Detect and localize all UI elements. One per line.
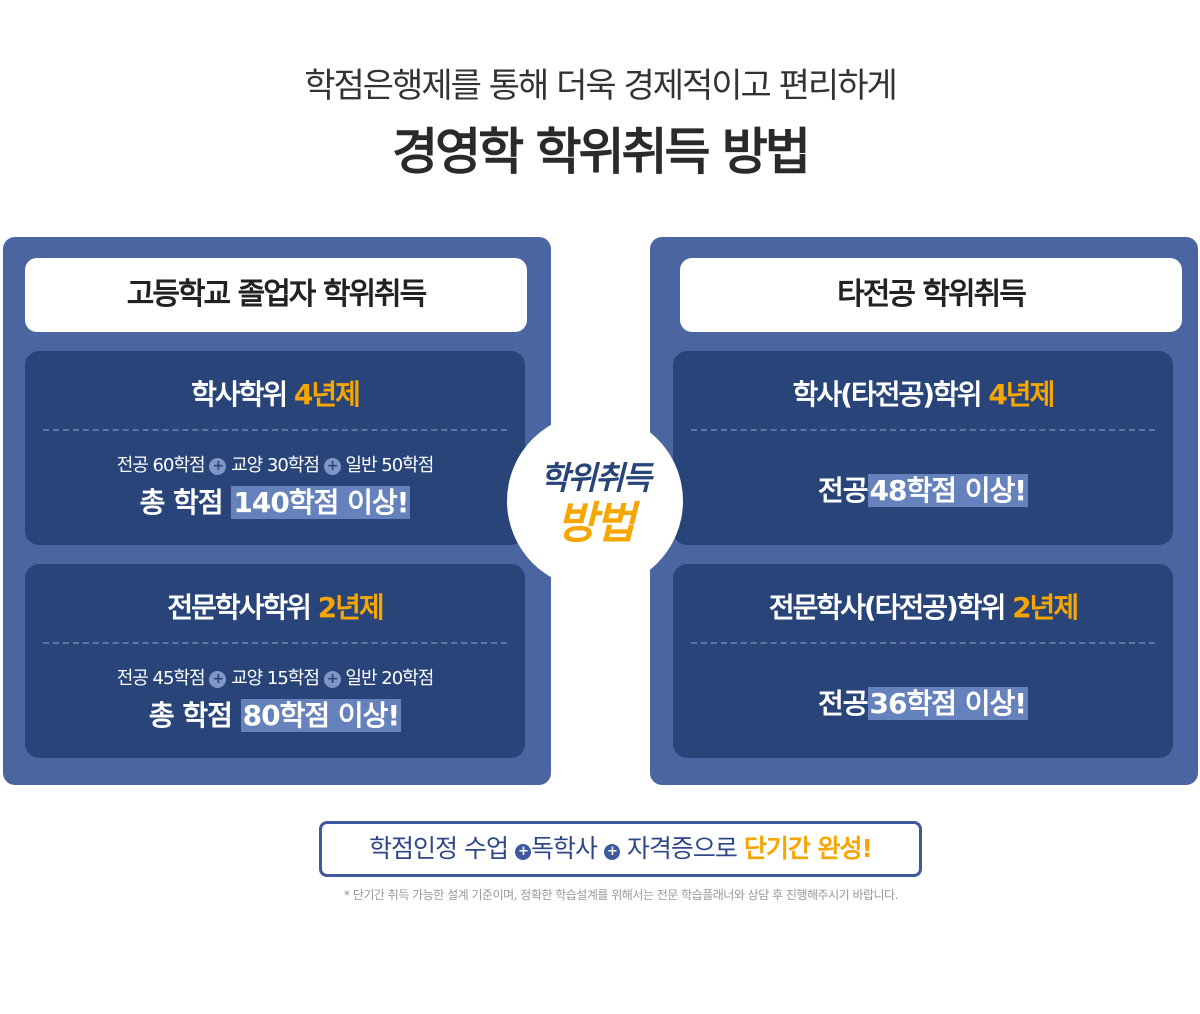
general-credits: 일반 50학점 [345,455,434,476]
total-prefix: 총 학점 [148,699,233,732]
center-badge-line1: 학위취득 [540,459,652,497]
summary-highlight: 단기간 완성! [743,834,873,863]
total-prefix: 총 학점 [139,486,224,519]
plus-icon: + [514,844,531,860]
plus-icon: + [603,844,620,860]
major-credits: 전공 60학점 [116,455,206,476]
card-years: 2년제 [1012,591,1079,624]
card-name: 학사(타전공)학위 [792,378,983,411]
total-credits: 48학점 이상! [867,474,1029,507]
liberal-credits: 교양 30학점 [231,455,320,476]
center-badge-line2: 방법 [556,498,636,549]
center-badge: 학위취득 방법 [507,413,683,589]
plus-icon: + [323,458,341,475]
card-name: 전문학사학위 [167,591,312,624]
page-title: 경영학 학위취득 방법 [392,123,811,181]
major-credits: 전공 45학점 [116,668,206,689]
divider [43,429,507,431]
subtitle: 학점은행제를 통해 더욱 경제적이고 편리하게 [304,66,898,106]
card-years: 4년제 [988,378,1055,411]
total-prefix: 전공 [817,474,869,507]
liberal-credits: 교양 15학점 [231,668,320,689]
total-prefix: 전공 [817,687,869,720]
right-panel-title: 타전공 학위취득 [680,258,1182,332]
bachelor-card: 학사학위 4년제 전공 60학점 + 교양 30학점 + 일반 50학점 총 학… [25,351,525,545]
total-credits: 80학점 이상! [240,699,402,732]
card-name: 학사학위 [191,378,288,411]
card-years: 4년제 [293,378,361,411]
divider [691,429,1155,431]
left-panel: 고등학교 졸업자 학위취득 학사학위 4년제 전공 60학점 + 교양 30학점… [3,237,551,785]
summary-part1: 학점인정 수업 [369,834,509,863]
summary-part2: 독학사 [530,834,598,863]
total-credits: 140학점 이상! [231,486,411,519]
bachelor-other-major-card: 학사(타전공)학위 4년제 전공48학점 이상! [673,351,1173,545]
plus-icon: + [209,458,227,475]
summary-part3: 자격증으로 [626,834,738,863]
associate-card: 전문학사학위 2년제 전공 45학점 + 교양 15학점 + 일반 20학점 총… [25,564,525,758]
card-years: 2년제 [317,591,385,624]
total-credits: 36학점 이상! [867,687,1029,720]
associate-other-major-card: 전문학사(타전공)학위 2년제 전공36학점 이상! [673,564,1173,758]
general-credits: 일반 20학점 [345,668,434,689]
divider [691,642,1155,644]
right-panel: 타전공 학위취득 학사(타전공)학위 4년제 전공48학점 이상! 전문학사(타… [650,237,1198,785]
plus-icon: + [323,671,341,688]
left-panel-title: 고등학교 졸업자 학위취득 [25,258,527,332]
card-name: 전문학사(타전공)학위 [768,591,1006,624]
divider [43,642,507,644]
footnote: * 단기간 취득 가능한 설계 기준이며, 정확한 학습설계를 위해서는 전문 … [344,888,898,902]
summary-box: 학점인정 수업 +독학사 + 자격증으로 단기간 완성! [319,821,922,877]
plus-icon: + [209,671,227,688]
